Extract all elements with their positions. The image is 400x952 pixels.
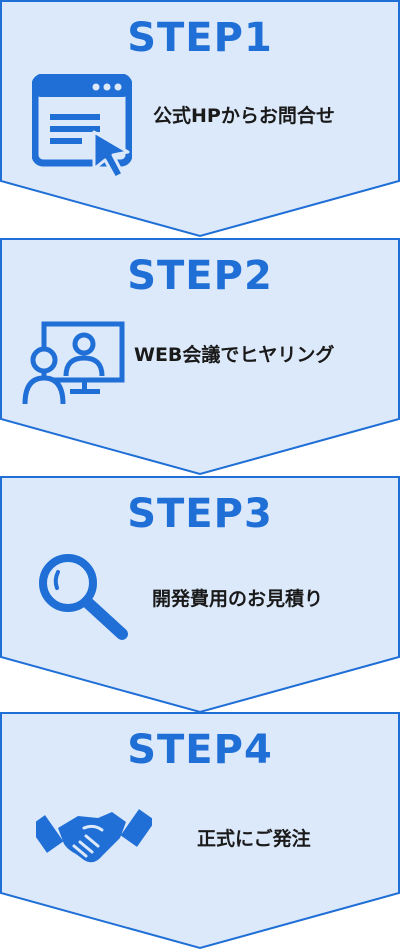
step-4-text: 正式にご発注: [197, 828, 311, 850]
step-3: STEP3 開発費用のお見積り: [0, 476, 400, 716]
video-meeting-icon: [22, 320, 126, 410]
magnifier-icon: [36, 552, 132, 646]
step-1-panel: [0, 0, 400, 238]
browser-cursor-icon: [31, 73, 133, 184]
handshake-icon: [28, 804, 156, 878]
step-1: STEP1 公式HPからお問合せ: [0, 0, 400, 240]
step-3-title: STEP3: [127, 491, 273, 537]
step-2-title: STEP2: [127, 253, 273, 299]
step-3-text: 開発費用のお見積り: [152, 588, 324, 610]
step-3-panel: [0, 476, 400, 714]
step-2-panel: [0, 238, 400, 476]
step-2-text: WEB会議でヒヤリング: [134, 344, 335, 366]
step-4-title: STEP4: [127, 727, 273, 773]
step-1-title: STEP1: [127, 15, 273, 61]
step-4: STEP4 正式にご発注: [0, 712, 400, 952]
step-2: STEP2 WEB会議でヒヤリング: [0, 238, 400, 478]
step-1-text: 公式HPからお問合せ: [153, 105, 335, 127]
step-4-panel: [0, 712, 400, 950]
